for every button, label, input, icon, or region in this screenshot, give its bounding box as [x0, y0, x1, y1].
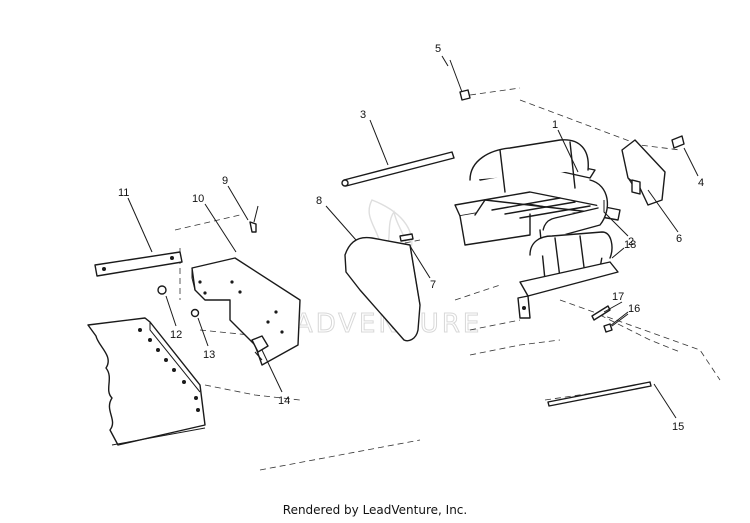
callout-7: 7: [430, 279, 436, 291]
callout-16: 16: [628, 303, 640, 315]
part-13-washer: [190, 308, 200, 318]
callout-6: 6: [676, 233, 682, 245]
callout-5: 5: [435, 43, 441, 55]
part-9-bolt: [249, 221, 257, 233]
callout-13: 13: [203, 349, 215, 361]
callout-14: 14: [278, 395, 290, 407]
callout-12: 12: [170, 329, 182, 341]
callout-2: 2: [628, 236, 634, 248]
callout-10: 10: [192, 193, 204, 205]
part-18-lower-bracket: [517, 261, 619, 319]
part-5-bolt: [449, 59, 471, 101]
callout-8: 8: [316, 195, 322, 207]
part-8-side-panel: [344, 236, 421, 342]
leader-lines: [127, 55, 699, 419]
part-4-screw: [671, 135, 685, 149]
callout-1: 1: [552, 119, 558, 131]
footer-credit: Rendered by LeadVenture, Inc.: [282, 503, 468, 517]
callout-labels: 1 2 3 4 5 6 7 8 9 10 11 12 13 14 15 16 1…: [118, 43, 704, 433]
callout-15: 15: [672, 421, 684, 433]
part-3-rod: [341, 151, 455, 187]
fasteners-16-17: [591, 305, 629, 333]
part-14-clip: [251, 335, 269, 353]
part-12-nut: [157, 285, 167, 295]
part-17-bolt: [591, 305, 611, 321]
frame-section: [87, 317, 206, 446]
callout-3: 3: [360, 109, 366, 121]
part-11-bar: [94, 251, 183, 277]
callout-17: 17: [612, 291, 624, 303]
callout-11: 11: [118, 187, 129, 199]
part-6-bracket: [621, 139, 666, 206]
callout-18: 18: [624, 239, 636, 251]
callout-4: 4: [698, 177, 704, 189]
part-15-rod: [547, 381, 652, 407]
part-1-rack: [454, 139, 621, 281]
callout-9: 9: [222, 175, 228, 187]
part-7-pin: [399, 233, 414, 242]
hardware-small-parts: [157, 205, 269, 361]
